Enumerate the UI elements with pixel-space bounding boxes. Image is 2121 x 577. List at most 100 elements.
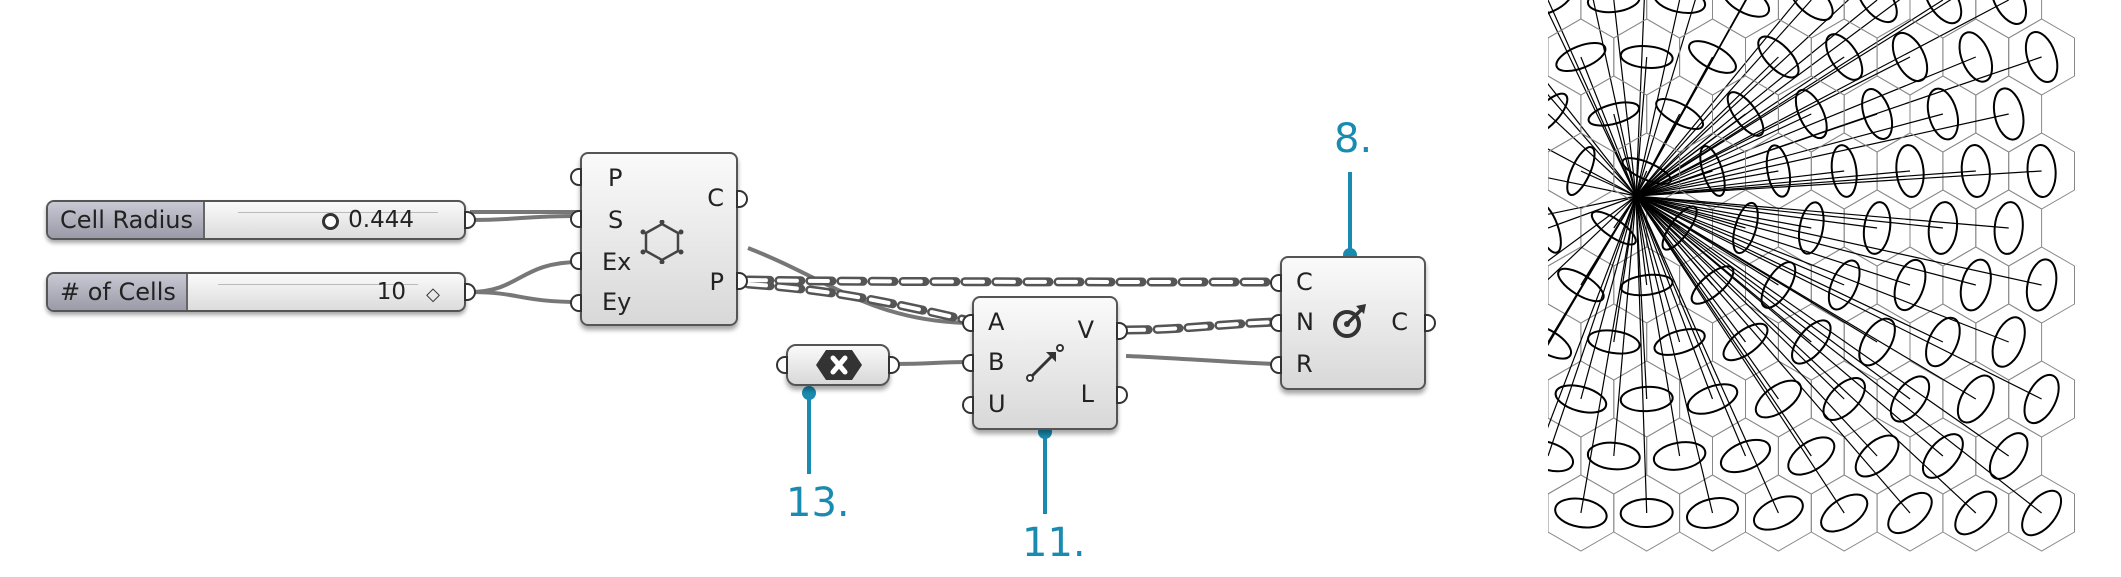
input-nub[interactable] — [962, 354, 974, 372]
vector-line — [1635, 56, 1845, 197]
vector-line — [1635, 170, 1911, 197]
input-ex[interactable]: Ex — [602, 248, 632, 276]
vector-line — [1548, 177, 1637, 197]
hex-cell — [1548, 265, 1549, 305]
vector-line — [1548, 195, 1637, 429]
input-ey[interactable]: Ey — [602, 288, 632, 316]
output-c[interactable]: C — [1391, 308, 1408, 336]
vector-line — [1635, 170, 1713, 197]
input-u[interactable]: U — [988, 390, 1006, 418]
output-p[interactable]: P — [709, 268, 724, 296]
vector-line — [1635, 195, 1681, 343]
hex-cell — [1679, 18, 1746, 96]
geometry-preview — [1486, 0, 2075, 552]
hex-cell — [1679, 360, 1746, 438]
vector-line — [1635, 195, 1944, 457]
vector-line — [1635, 195, 1747, 457]
vector-line — [1635, 195, 1779, 514]
vector-line — [1635, 0, 1799, 197]
vector-line — [1635, 0, 2009, 197]
oriented-circle — [1500, 143, 1531, 198]
circle-cnr-component[interactable]: C N R C — [1280, 256, 1426, 390]
output-nub[interactable] — [464, 211, 476, 229]
cells-count-slider[interactable]: # of Cells 10 ◇ — [46, 272, 466, 312]
vector-line — [1548, 195, 1637, 229]
input-nub[interactable] — [962, 314, 974, 332]
vector-two-point-component[interactable]: A B U V L — [972, 296, 1118, 430]
vector-line — [1635, 195, 1648, 400]
vector-line — [1635, 195, 1648, 514]
vector-line — [1635, 113, 2009, 197]
output-l[interactable]: L — [1080, 380, 1094, 408]
input-n[interactable]: N — [1296, 308, 1314, 336]
output-nub[interactable] — [736, 272, 748, 290]
input-b[interactable]: B — [988, 348, 1005, 376]
input-p[interactable]: P — [608, 164, 623, 192]
input-nub[interactable] — [570, 168, 582, 186]
input-nub[interactable] — [776, 356, 788, 374]
vector-line — [1580, 195, 1637, 400]
wire-v-r — [1125, 354, 1277, 366]
output-nub[interactable] — [464, 283, 476, 301]
input-c[interactable]: C — [1296, 268, 1313, 296]
output-nub[interactable] — [1116, 386, 1128, 404]
input-nub[interactable] — [962, 396, 974, 414]
vector-line — [1635, 195, 1944, 343]
hex-cell — [1777, 0, 1845, 39]
output-v[interactable]: V — [1077, 316, 1094, 344]
vector-line — [1548, 195, 1637, 457]
oriented-circle — [1990, 0, 2028, 25]
negative-component[interactable] — [786, 344, 890, 386]
oriented-circle — [2024, 30, 2059, 84]
output-c[interactable]: C — [707, 184, 724, 212]
input-a[interactable]: A — [988, 308, 1005, 336]
vector-line — [1635, 0, 1878, 197]
hex-cell — [1679, 474, 1746, 552]
vector-line — [1635, 195, 1943, 229]
vector-line — [1635, 170, 1648, 197]
slider-grip-icon[interactable]: ◇ — [426, 284, 440, 305]
output-nub[interactable] — [1116, 322, 1128, 340]
vector-line — [1635, 195, 1714, 514]
input-nub[interactable] — [570, 252, 582, 270]
oriented-circle — [1856, 0, 1898, 24]
vector-line — [1635, 195, 2010, 457]
hex-cell — [1580, 0, 1648, 39]
output-nub[interactable] — [736, 190, 748, 208]
vector-line — [1635, 113, 1944, 197]
vector-line — [1635, 56, 1648, 197]
vector-line — [1635, 195, 1977, 400]
vector-line — [1635, 0, 1944, 197]
input-nub[interactable] — [570, 294, 582, 312]
vector-line — [1548, 195, 1637, 346]
vector-line — [1635, 195, 1845, 400]
oriented-circle — [1720, 0, 1771, 18]
oriented-circle — [1586, 441, 1641, 471]
wire-p-a-dash — [743, 279, 971, 325]
input-nub[interactable] — [1270, 356, 1282, 374]
circle-orient-icon — [1333, 304, 1366, 338]
vector-line — [1635, 113, 1681, 197]
vector-line — [1635, 195, 1878, 457]
vector-line — [1635, 0, 1952, 197]
vector-arrow-icon — [1026, 344, 1064, 382]
input-s[interactable]: S — [608, 206, 624, 234]
oriented-circle — [1486, 375, 1544, 423]
hexagonal-grid-component[interactable]: P S Ex Ey C P — [580, 152, 738, 326]
cell-radius-slider[interactable]: Cell Radius 0.444 — [46, 200, 466, 240]
callout-dot-13 — [802, 386, 816, 400]
slider-value: 10 — [376, 279, 406, 305]
slider-grip-icon[interactable] — [322, 213, 339, 230]
output-nub[interactable] — [888, 356, 900, 374]
vector-line — [1635, 195, 2009, 229]
output-nub[interactable] — [1424, 314, 1436, 332]
vector-line — [1580, 195, 1637, 514]
oriented-circle — [1688, 40, 1737, 74]
input-nub[interactable] — [570, 210, 582, 228]
input-nub[interactable] — [1270, 314, 1282, 332]
vector-line — [1613, 113, 1637, 197]
input-r[interactable]: R — [1296, 350, 1313, 378]
vector-line — [1635, 195, 2042, 514]
input-nub[interactable] — [1270, 274, 1282, 292]
